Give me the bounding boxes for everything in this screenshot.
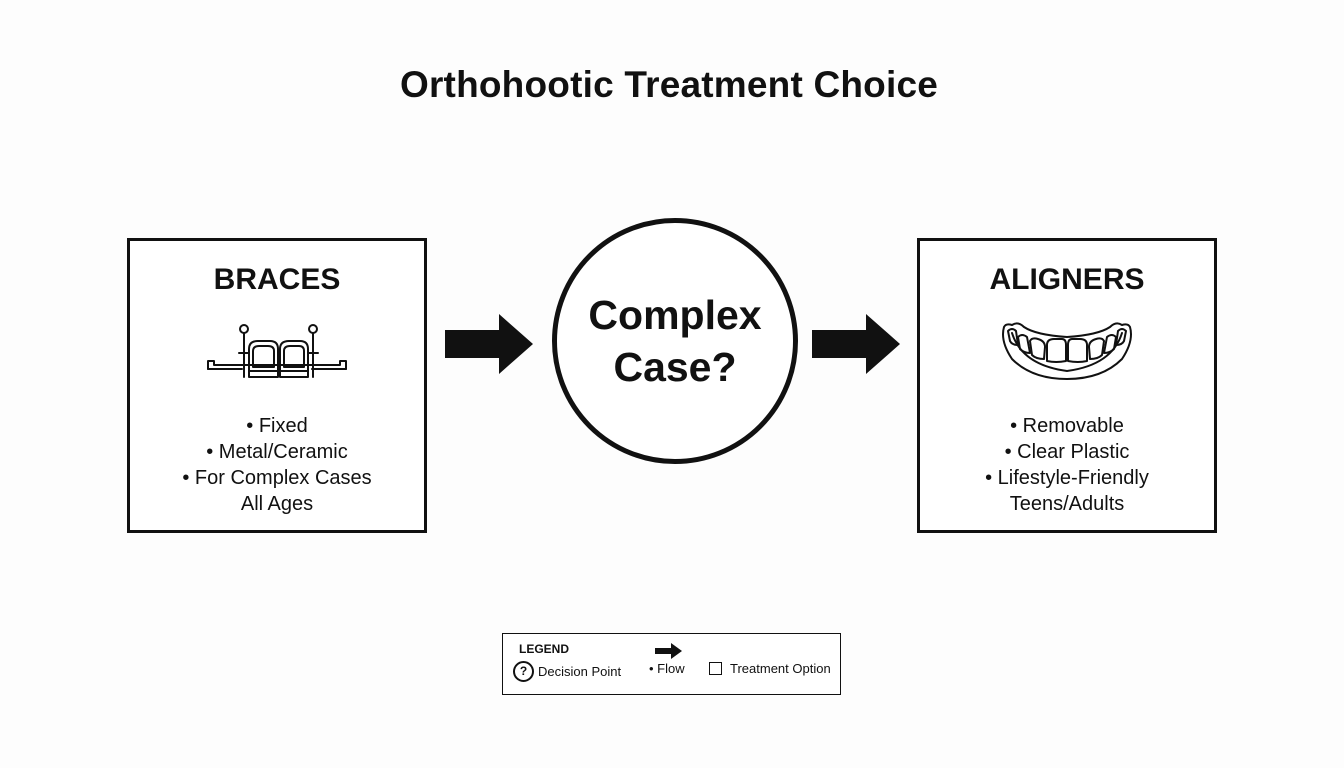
flow-arrow-right bbox=[812, 314, 900, 374]
legend-option-label: Treatment Option bbox=[730, 661, 831, 676]
legend-decision-label: Decision Point bbox=[538, 664, 622, 679]
legend-decision-entry: ? Decision Point bbox=[513, 661, 621, 682]
braces-icon bbox=[207, 324, 347, 378]
braces-option-box: BRACES bbox=[127, 238, 427, 533]
aligners-features: • Removable • Clear Plastic • Lifestyle-… bbox=[920, 413, 1214, 517]
flow-arrow-left bbox=[445, 314, 533, 374]
aligner-icon bbox=[1002, 322, 1132, 380]
decision-node: Complex Case? bbox=[552, 218, 798, 464]
aligners-feature: • Removable bbox=[1010, 415, 1124, 437]
braces-feature: • For Complex Cases bbox=[182, 467, 372, 489]
decision-line-1: Complex bbox=[588, 292, 762, 338]
question-circle-icon: ? bbox=[513, 661, 534, 682]
decision-text: Complex Case? bbox=[557, 289, 793, 393]
braces-title: BRACES bbox=[213, 263, 341, 296]
braces-features: • Fixed • Metal/Ceramic • For Complex Ca… bbox=[130, 413, 424, 517]
decision-line-2: Case? bbox=[613, 344, 737, 390]
aligners-feature: Teens/Adults bbox=[1009, 493, 1125, 515]
legend-option-entry: Treatment Option bbox=[709, 661, 831, 676]
braces-feature: • Metal/Ceramic bbox=[206, 441, 348, 463]
braces-feature: All Ages bbox=[240, 493, 314, 515]
legend-flow-arrow-icon bbox=[655, 643, 682, 659]
aligners-feature: • Clear Plastic bbox=[1004, 441, 1130, 463]
aligners-option-box: ALIGNERS • Removable • Clear Plastic • L… bbox=[917, 238, 1217, 533]
legend-flow-entry: • Flow bbox=[649, 661, 685, 676]
diagram-title: Orthohootic Treatment Choice bbox=[399, 64, 939, 105]
braces-feature: • Fixed bbox=[246, 415, 308, 437]
square-icon bbox=[709, 662, 722, 675]
aligners-feature: • Lifestyle-Friendly bbox=[985, 467, 1149, 489]
legend-flow-label: • Flow bbox=[649, 661, 685, 676]
aligners-title: ALIGNERS bbox=[989, 263, 1145, 296]
legend: LEGEND ? Decision Point • Flow Treatment… bbox=[502, 633, 841, 695]
legend-title: LEGEND bbox=[519, 642, 570, 656]
